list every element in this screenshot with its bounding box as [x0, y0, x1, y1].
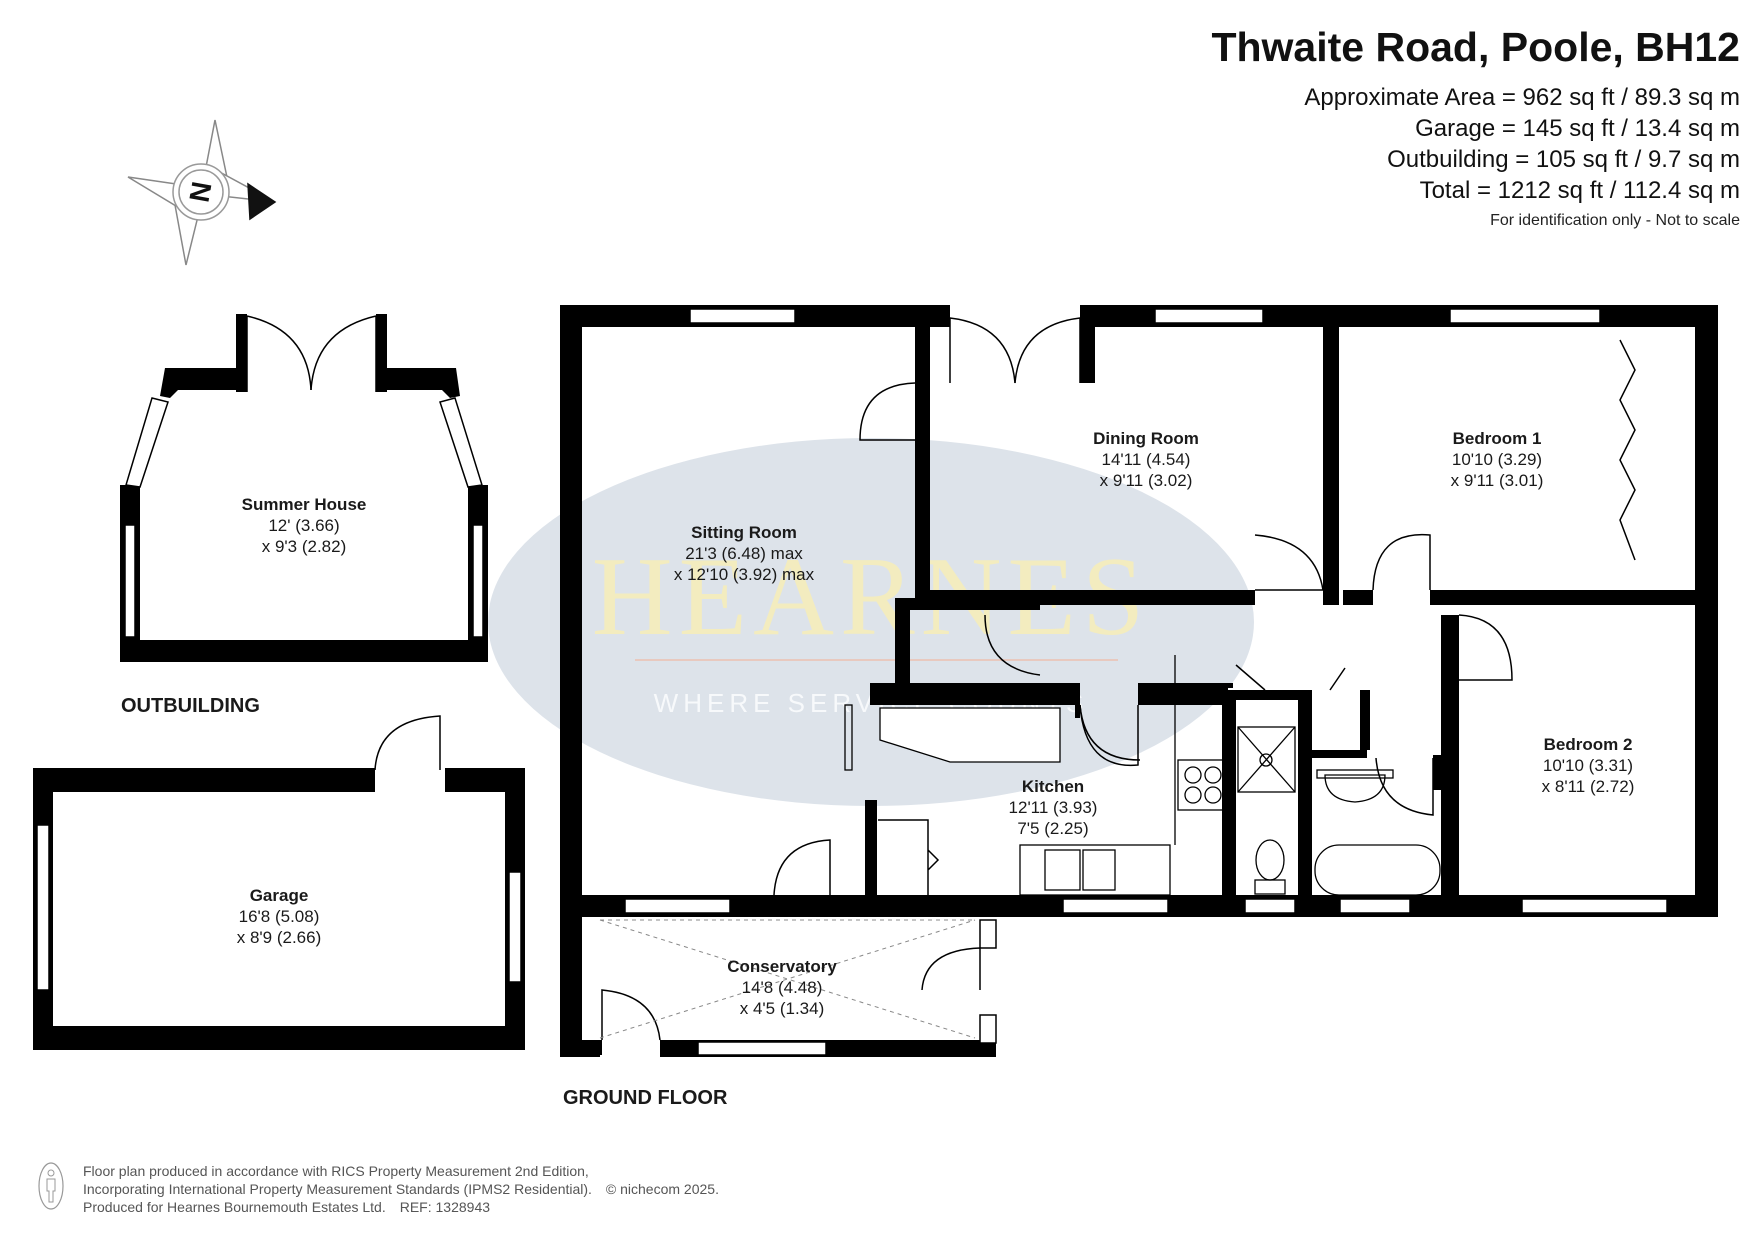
doors: [246, 315, 1636, 1041]
footer-line-2: Incorporating International Property Mea…: [83, 1181, 592, 1197]
footer-copyright: © nichecom 2025.: [605, 1181, 719, 1197]
area-total: Total = 1212 sq ft / 112.4 sq m: [1419, 177, 1740, 204]
footer-line-3-wrap: Produced for Hearnes Bournemouth Estates…: [83, 1199, 490, 1215]
room-dim: x 9'11 (3.02): [1099, 471, 1193, 490]
room-dim: 7'5 (2.25): [1017, 819, 1089, 838]
room-dim: x 4'5 (1.34): [739, 999, 825, 1018]
room-dim: 14'8 (4.48): [741, 978, 823, 997]
footer-line-1: Floor plan produced in accordance with R…: [83, 1163, 589, 1179]
area-garage: Garage = 145 sq ft / 13.4 sq m: [1415, 115, 1740, 142]
room-name: Dining Room: [1093, 429, 1199, 448]
conservatory-roof-lines: [599, 919, 976, 1039]
room-dim: 10'10 (3.31): [1542, 756, 1634, 775]
floor-label-outbuilding: OUTBUILDING: [121, 695, 260, 717]
room-dim: 14'11 (4.54): [1101, 450, 1191, 469]
room-name: Garage: [249, 886, 309, 905]
area-outbuilding: Outbuilding = 105 sq ft / 9.7 sq m: [1387, 146, 1740, 173]
room-conservatory: Conservatory 14'8 (4.48) x 4'5 (1.34): [727, 956, 837, 1019]
room-dim: x 8'11 (2.72): [1541, 777, 1635, 796]
room-name: Conservatory: [727, 957, 837, 976]
room-dim: 12' (3.66): [268, 516, 340, 535]
room-name: Summer House: [241, 495, 367, 514]
room-dim: 12'11 (3.93): [1008, 798, 1098, 817]
room-kitchen: Kitchen 12'11 (3.93) 7'5 (2.25): [1009, 776, 1098, 839]
windows: [36, 308, 1668, 1056]
room-bedroom-1: Bedroom 1 10'10 (3.29) x 9'11 (3.01): [1451, 428, 1544, 491]
room-garage: Garage 16'8 (5.08) x 8'9 (2.66): [237, 885, 322, 948]
property-title: Thwaite Road, Poole, BH12: [1211, 24, 1740, 70]
room-dim: x 9'3 (2.82): [261, 537, 347, 556]
room-bedroom-2: Bedroom 2 10'10 (3.31) x 8'11 (2.72): [1542, 734, 1635, 797]
scale-disclaimer: For identification only - Not to scale: [1490, 212, 1740, 229]
area-approximate: Approximate Area = 962 sq ft / 89.3 sq m: [1304, 84, 1740, 111]
room-summer-house: Summer House 12' (3.66) x 9'3 (2.82): [242, 494, 367, 557]
room-name: Kitchen: [1021, 777, 1085, 796]
floor-label-ground: GROUND FLOOR: [563, 1087, 728, 1109]
room-dim: x 8'9 (2.66): [236, 928, 322, 947]
footer-line-2-wrap: Incorporating International Property Mea…: [83, 1181, 719, 1197]
room-sitting-room: Sitting Room 21'3 (6.48) max x 12'10 (3.…: [674, 522, 814, 585]
room-name: Bedroom 2: [1543, 735, 1633, 754]
room-dim: x 12'10 (3.92) max: [673, 565, 815, 584]
room-dining-room: Dining Room 14'11 (4.54) x 9'11 (3.02): [1093, 428, 1199, 491]
person-scale-icon: [38, 1162, 64, 1210]
room-dim: x 9'11 (3.01): [1450, 471, 1544, 490]
compass-north-icon: N: [127, 119, 277, 266]
room-dim: 21'3 (6.48) max: [685, 544, 803, 563]
footer-line-3: Produced for Hearnes Bournemouth Estates…: [83, 1199, 386, 1215]
room-dim: 10'10 (3.29): [1451, 450, 1543, 469]
footer-ref: REF: 1328943: [399, 1199, 491, 1215]
room-dim: 16'8 (5.08): [238, 907, 320, 926]
room-name: Bedroom 1: [1452, 429, 1542, 448]
fixtures: [844, 655, 1441, 896]
hearnes-watermark: HEARNES WHERE SERVICE COUNTS: [488, 438, 1254, 806]
room-name: Sitting Room: [691, 523, 797, 542]
